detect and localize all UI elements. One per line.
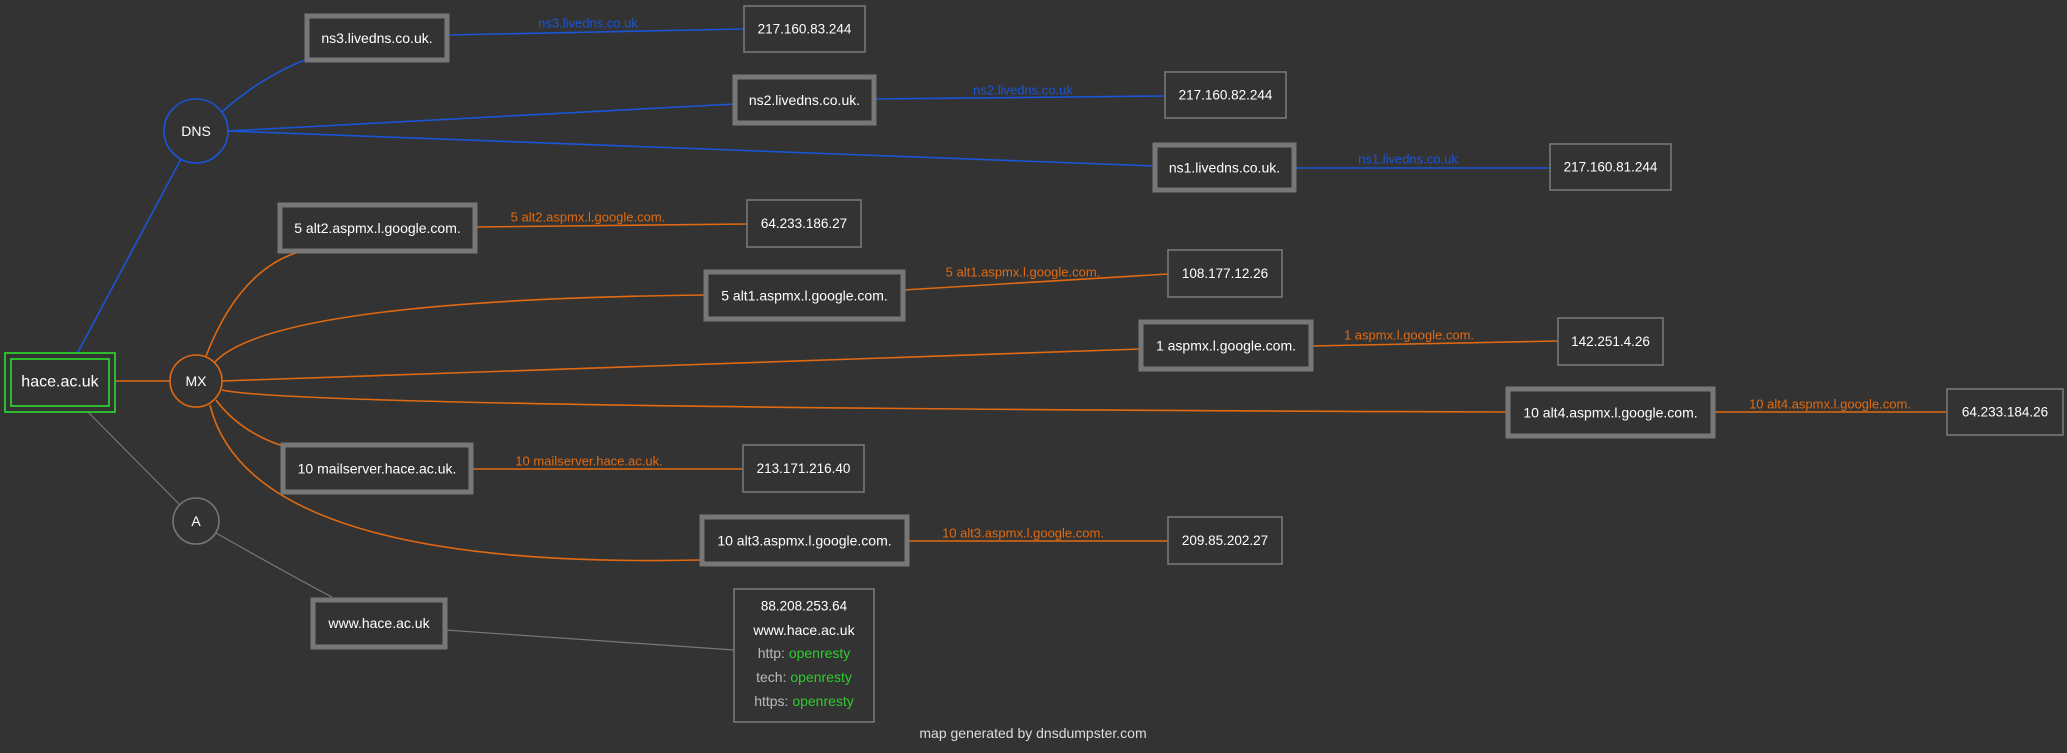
- mx-ip-label: 64.233.186.27: [761, 216, 847, 231]
- dns-ip-label: 217.160.82.244: [1179, 88, 1273, 103]
- mx-ip-label: 209.85.202.27: [1182, 533, 1268, 548]
- edge-mx-1: [205, 250, 303, 357]
- mx-ip-label: 142.251.4.26: [1571, 334, 1650, 349]
- edge-mx-2: [213, 294, 707, 364]
- dns-edge-label: ns3.livedns.co.uk: [538, 16, 638, 31]
- banner-value: openresty: [790, 669, 851, 685]
- mx-host-label: 10 mailserver.hace.ac.uk.: [298, 461, 457, 477]
- mx-ip-label: 213.171.216.40: [757, 461, 851, 476]
- mx-host-box[interactable]: [699, 514, 910, 567]
- edge-a-host: [215, 532, 333, 598]
- a-host-detail: www.hace.ac.uk: [752, 622, 855, 638]
- mx-host-box[interactable]: [703, 269, 906, 322]
- mx-host-box[interactable]: [1138, 319, 1314, 372]
- mx-host-label: 10 alt3.aspmx.l.google.com.: [717, 533, 891, 549]
- mx-edge-label: 5 alt1.aspmx.l.google.com.: [946, 265, 1101, 280]
- a-group-node: [172, 497, 220, 545]
- mx-ip-box[interactable]: [1946, 388, 2064, 436]
- edge-mx-ip-3: [1310, 340, 1559, 347]
- edge-domain-dns: [77, 158, 182, 353]
- mx-ip-box[interactable]: [1167, 516, 1283, 565]
- dns-ip-label: 217.160.81.244: [1564, 160, 1658, 175]
- edge-dns-ip-2: [873, 95, 1166, 100]
- banner-key: http:: [758, 645, 789, 661]
- mx-ip-box[interactable]: [1167, 249, 1283, 298]
- edge-dns-2: [227, 103, 736, 132]
- dns-ip-label: 217.160.83.244: [758, 22, 852, 37]
- edge-domain-a: [87, 411, 181, 506]
- mx-host-label: 5 alt1.aspmx.l.google.com.: [721, 288, 888, 304]
- a-host-box[interactable]: [310, 597, 448, 650]
- dns-host-box[interactable]: [304, 13, 450, 63]
- edge-mx-ip-2: [902, 273, 1169, 291]
- dns-group-node: [163, 98, 229, 164]
- dns-ip-box[interactable]: [1164, 71, 1287, 119]
- mx-host-label: 1 aspmx.l.google.com.: [1156, 338, 1296, 354]
- banner-key: tech:: [756, 669, 790, 685]
- dns-host-label: ns1.livedns.co.uk.: [1169, 160, 1280, 176]
- mx-ip-box[interactable]: [746, 199, 862, 248]
- mx-host-box[interactable]: [1505, 386, 1716, 439]
- dns-host-label: ns3.livedns.co.uk.: [321, 30, 432, 46]
- dns-host-box[interactable]: [1152, 142, 1297, 193]
- mx-ip-box[interactable]: [1557, 317, 1664, 366]
- domain-node-inner: [10, 358, 110, 407]
- dns-host-label: ns2.livedns.co.uk.: [749, 92, 860, 108]
- mx-ip-label: 108.177.12.26: [1182, 266, 1268, 281]
- a-group-label: A: [191, 513, 201, 529]
- mx-edge-label: 10 alt3.aspmx.l.google.com.: [942, 526, 1104, 541]
- edge-dns-ip-1: [446, 28, 745, 36]
- banner-row: https: openresty: [754, 693, 854, 709]
- a-ip-label: 88.208.253.64: [761, 599, 848, 614]
- edge-mx-ip-1: [474, 223, 748, 228]
- footer-credit: map generated by dnsdumpster.com: [919, 725, 1146, 741]
- mx-host-label: 5 alt2.aspmx.l.google.com.: [294, 220, 461, 236]
- mx-edge-label: 5 alt2.aspmx.l.google.com.: [511, 210, 666, 225]
- edge-a-ip: [444, 629, 735, 651]
- dns-edge-label: ns2.livedns.co.uk: [973, 83, 1073, 98]
- banner-row: tech: openresty: [756, 669, 852, 685]
- a-ip-box[interactable]: [733, 588, 875, 723]
- banner-value: openresty: [789, 645, 850, 661]
- banner-row: http: openresty: [758, 645, 851, 661]
- banner-key: https:: [754, 693, 792, 709]
- dns-host-box[interactable]: [732, 74, 877, 126]
- mx-ip-label: 64.233.184.26: [1962, 405, 2048, 420]
- mx-edge-label: 10 mailserver.hace.ac.uk.: [515, 454, 662, 469]
- dns-group-label: DNS: [181, 123, 211, 139]
- mx-host-box[interactable]: [280, 442, 474, 495]
- mx-host-box[interactable]: [277, 202, 478, 254]
- nodes: ns3.livedns.co.uk ns3.livedns.co.uk. 217.1…: [4, 5, 2064, 723]
- banner-value: openresty: [792, 693, 853, 709]
- edge-dns-1: [221, 57, 311, 113]
- edge-mx-3: [221, 348, 1142, 382]
- mx-ip-box[interactable]: [742, 444, 865, 493]
- mx-group-node: [169, 354, 223, 408]
- domain-label: hace.ac.uk: [21, 374, 99, 391]
- edges: [77, 28, 1947, 651]
- dns-ip-box[interactable]: [1549, 143, 1672, 191]
- dns-edge-label: ns1.livedns.co.uk: [1358, 152, 1458, 167]
- edge-mx-5: [215, 399, 284, 447]
- mx-host-label: 10 alt4.aspmx.l.google.com.: [1523, 405, 1697, 421]
- edge-mx-4: [221, 389, 1509, 413]
- edge-dns-3: [227, 130, 1156, 167]
- dns-ip-box[interactable]: [743, 5, 866, 53]
- edge-mx-6: [209, 404, 703, 562]
- mx-group-label: MX: [186, 373, 208, 389]
- mx-edge-label: 1 aspmx.l.google.com.: [1344, 328, 1474, 343]
- a-host-label: www.hace.ac.uk: [327, 615, 430, 631]
- mx-edge-label: 10 alt4.aspmx.l.google.com.: [1749, 397, 1911, 412]
- domain-node-outer[interactable]: [4, 352, 116, 413]
